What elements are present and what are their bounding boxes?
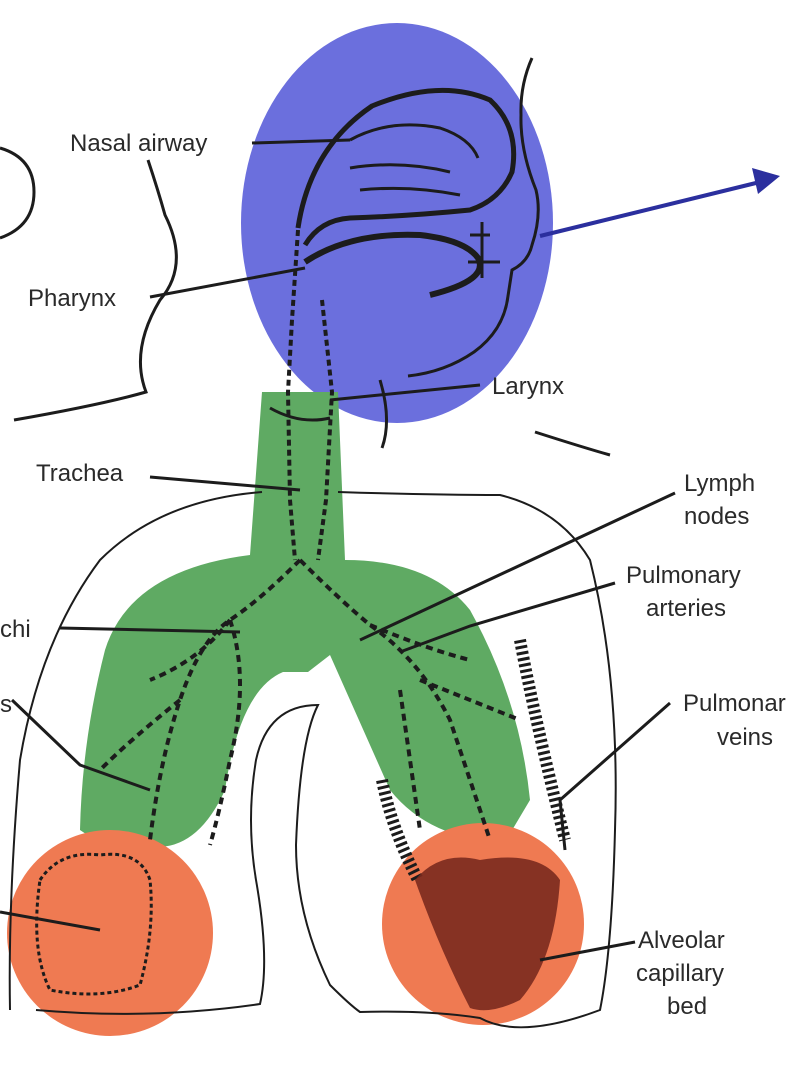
label-alveolar-line2: capillary	[636, 960, 724, 987]
label-pulmonary-veins-line1: Pulmonar	[683, 690, 786, 717]
label-nasal-airway: Nasal airway	[70, 130, 207, 157]
left-bracket	[0, 148, 34, 238]
label-trachea: Trachea	[36, 460, 124, 487]
label-alveolar-line3: bed	[667, 993, 707, 1020]
label-pulmonary-arteries-line2: arteries	[646, 595, 726, 622]
label-lymph-nodes-line2: nodes	[684, 503, 749, 530]
pulmonary-vessel-1	[520, 640, 565, 840]
zoom-arrow-head	[752, 168, 780, 194]
label-bronchi-partial: chi	[0, 616, 31, 643]
label-lymph-nodes-line1: Lymph	[684, 470, 755, 497]
label-bronchioles-partial: s	[0, 691, 12, 718]
label-pharynx: Pharynx	[28, 285, 116, 312]
label-pulmonary-veins-line2: veins	[717, 724, 773, 751]
lower-airway-region	[80, 392, 530, 848]
label-larynx: Larynx	[492, 373, 564, 400]
label-pulmonary-arteries-line1: Pulmonary	[626, 562, 741, 589]
zoom-arrow	[540, 182, 760, 236]
label-alveolar-line1: Alveolar	[638, 927, 725, 954]
